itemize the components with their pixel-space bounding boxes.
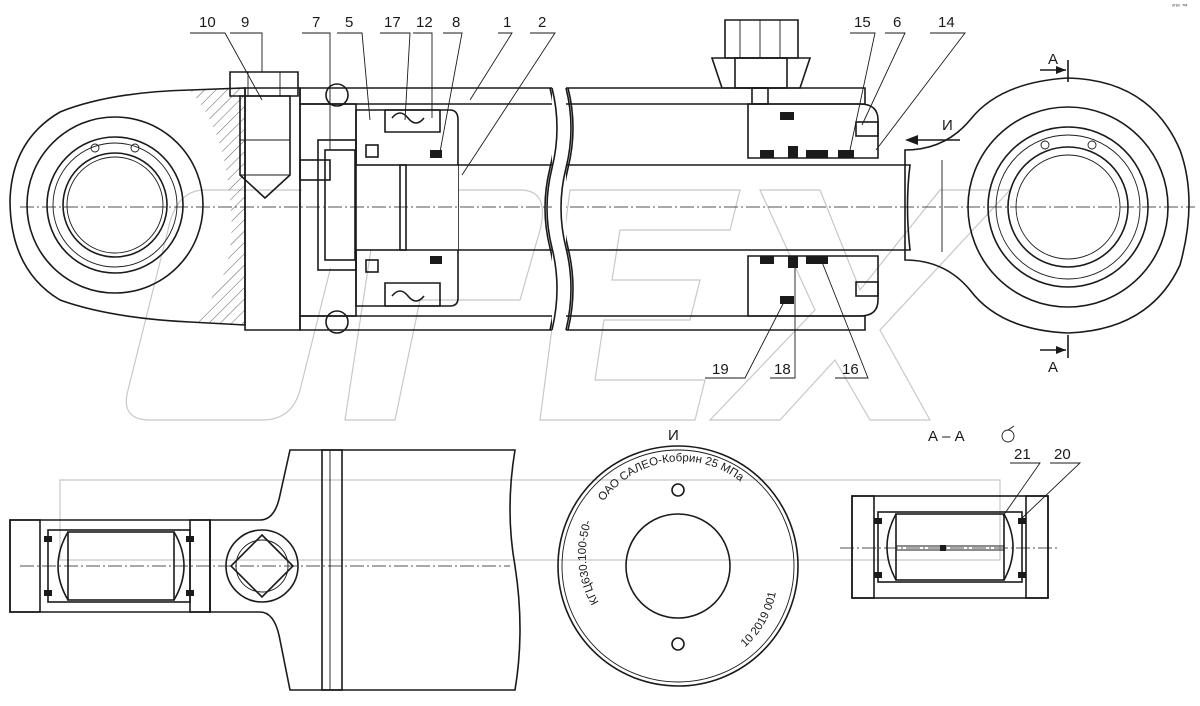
callout-9: 9 — [241, 14, 249, 31]
section-a-a: А – А — [840, 425, 1060, 599]
callout-16: 16 — [842, 361, 859, 378]
callout-6: 6 — [893, 14, 901, 31]
callout-21: 21 — [1014, 446, 1031, 463]
section-mark-upper: А — [1048, 51, 1058, 68]
callout-8: 8 — [452, 14, 460, 31]
callout-12: 12 — [416, 14, 433, 31]
callout-2: 2 — [538, 14, 546, 31]
view-title: И — [668, 427, 679, 444]
callout-18: 18 — [774, 361, 791, 378]
cylinder-main-view — [9, 19, 1195, 358]
callout-17: 17 — [384, 14, 401, 31]
section-marks: А А И — [942, 51, 1058, 376]
callout-10: 10 — [199, 14, 216, 31]
section-mark-lower: А — [1048, 359, 1058, 376]
callout-19: 19 — [712, 361, 729, 378]
view-i-end-face: И ОАО САЛЕО-Кобрин 25 МПа КГЦ630.100-50-… — [0, 0, 799, 687]
section-title: А – А — [928, 428, 965, 445]
callout-leaders — [190, 32, 1082, 521]
callouts-section: 21 20 — [1014, 446, 1071, 463]
callout-14: 14 — [938, 14, 955, 31]
callout-20: 20 — [1054, 446, 1071, 463]
callouts-top: 10 9 7 5 17 12 8 1 2 15 6 14 — [199, 14, 955, 31]
view-arrow-label: И — [942, 117, 953, 134]
corner-mark: ᵒʳᵉˣ ™ — [1172, 3, 1188, 10]
callout-7: 7 — [312, 14, 320, 31]
callout-15: 15 — [854, 14, 871, 31]
watermark-logo — [59, 189, 1012, 561]
callout-1: 1 — [503, 14, 511, 31]
detail-rear-view — [9, 449, 521, 691]
callout-5: 5 — [345, 14, 353, 31]
callouts-bottom: 19 18 16 — [712, 361, 859, 378]
